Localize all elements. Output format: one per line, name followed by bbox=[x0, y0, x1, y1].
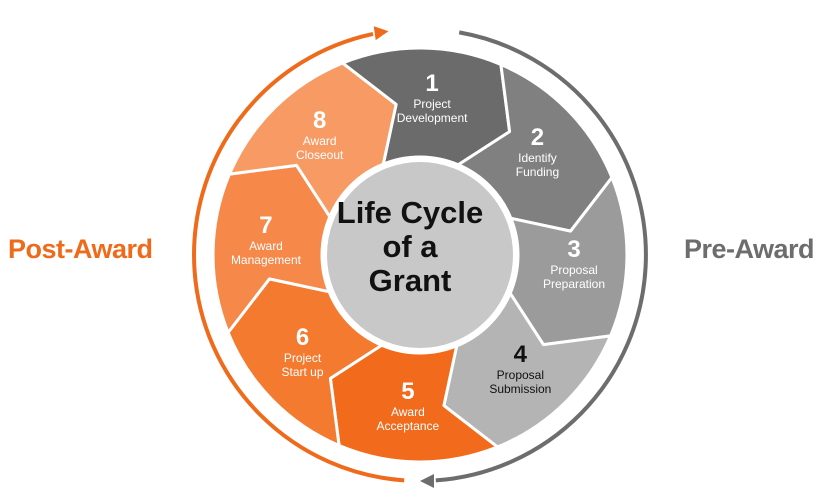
post-award-label: Post-Award bbox=[8, 234, 153, 264]
post-award-arc bbox=[192, 31, 405, 483]
center-title: Life Cycle of a Grant bbox=[336, 195, 484, 298]
pre-award-label: Pre-Award bbox=[684, 234, 815, 264]
pre-award-arrowhead bbox=[420, 474, 434, 488]
center-circle bbox=[321, 156, 519, 354]
pre-award-arc bbox=[435, 30, 648, 483]
post-award-arrowhead bbox=[373, 26, 389, 41]
